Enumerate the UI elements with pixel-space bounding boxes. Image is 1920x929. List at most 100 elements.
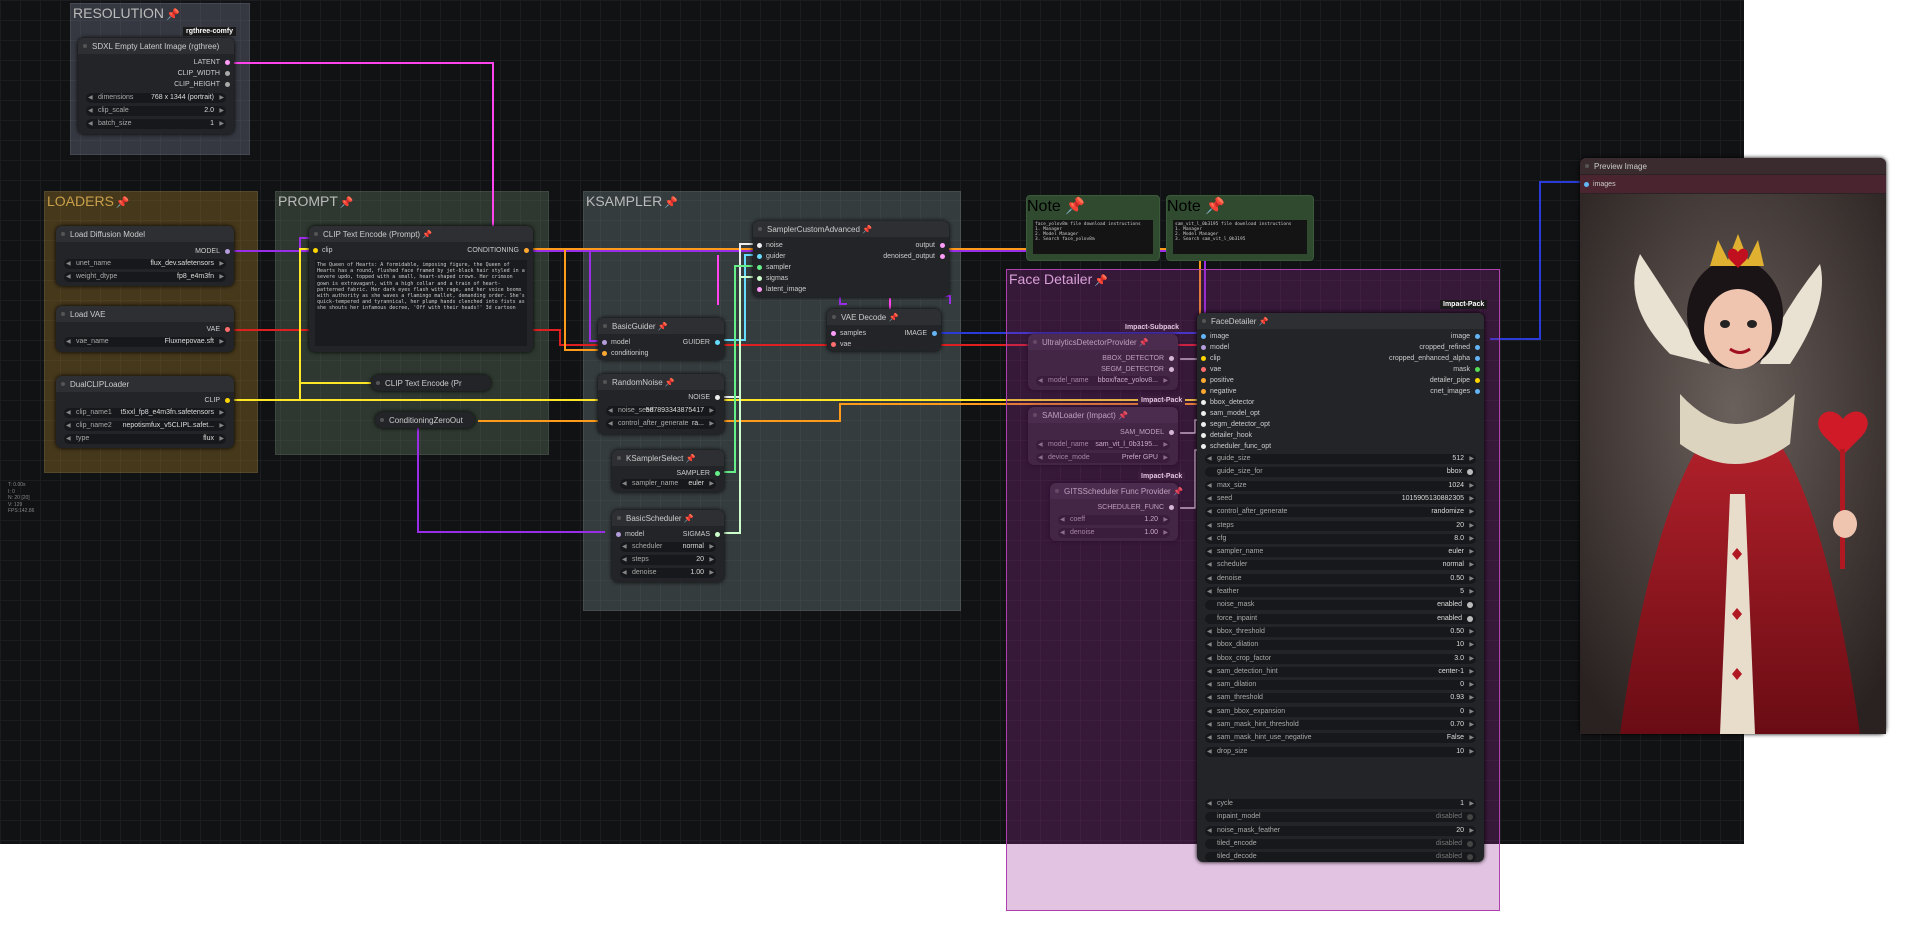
input-sampler[interactable]: sampler [766,264,791,271]
collapse-dot[interactable] [61,382,65,386]
input-dot[interactable] [1201,345,1206,350]
collapse-dot[interactable] [380,418,384,422]
collapse-dot[interactable] [376,381,380,385]
collapse-dot[interactable] [832,315,836,319]
output-mask[interactable]: mask [1453,366,1470,373]
output-dot[interactable] [715,395,720,400]
output-dot[interactable] [715,340,720,345]
output-guider[interactable]: GUIDER [682,339,710,346]
input-dot[interactable] [1201,411,1206,416]
increment-arrow[interactable]: ▶ [1469,549,1474,556]
input-dot[interactable] [1201,367,1206,372]
input-dot[interactable] [1584,182,1589,187]
clip-input-dot[interactable] [313,248,318,253]
conditioning-output-dot[interactable] [524,248,529,253]
decrement-arrow[interactable]: ◀ [1207,575,1212,582]
latent-output-dot[interactable] [225,60,230,65]
toggle-switch[interactable] [1467,840,1473,847]
collapse-dot[interactable] [603,380,607,384]
decrement-arrow[interactable]: ◀ [1207,642,1212,649]
node-vae-decode[interactable]: VAE Decode 📌 samples vae IMAGE [827,309,941,351]
collapse-dot[interactable] [1033,340,1037,344]
output-clip-width[interactable]: CLIP_WIDTH [177,70,220,77]
output-dot[interactable] [1169,356,1174,361]
output-cropped-enhanced-alpha[interactable]: cropped_enhanced_alpha [1389,355,1470,362]
input-dot[interactable] [1201,378,1206,383]
decrement-arrow[interactable]: ◀ [1207,495,1212,502]
decrement-arrow[interactable]: ◀ [1207,482,1212,489]
output-dot[interactable] [715,532,720,537]
output-latent[interactable]: LATENT [193,59,220,66]
decrement-arrow[interactable]: ◀ [1207,628,1212,635]
collapse-dot[interactable] [603,324,607,328]
input-negative[interactable]: negative [1210,388,1237,395]
input-guider[interactable]: guider [766,253,786,260]
increment-arrow[interactable]: ▶ [1469,562,1474,569]
output-dot[interactable] [1475,356,1480,361]
clip-output-dot[interactable] [225,398,230,403]
input-vae[interactable]: vae [840,341,852,348]
increment-arrow[interactable]: ▶ [1469,708,1474,715]
input-dot[interactable] [1201,444,1206,449]
decrement-arrow[interactable]: ◀ [1207,722,1212,728]
vae-output-dot[interactable] [225,327,230,332]
node-sampler-custom-advanced[interactable]: SamplerCustomAdvanced 📌 noise guider sam… [753,221,949,297]
decrement-arrow[interactable]: ◀ [1207,549,1212,556]
toggle-switch[interactable] [1467,615,1473,622]
node-clip-text-encode[interactable]: CLIP Text Encode (Prompt) 📌 clip CONDITI… [309,226,533,352]
increment-arrow[interactable]: ▶ [1469,695,1474,702]
output-dot[interactable] [1475,389,1480,394]
decrement-arrow[interactable]: ◀ [1207,748,1212,755]
input-model[interactable]: model [625,531,645,538]
input-detailer-hook[interactable]: detailer_hook [1210,432,1253,439]
input-dot[interactable] [1201,400,1206,405]
output-dot[interactable] [225,82,230,87]
input-scheduler-func-opt[interactable]: scheduler_func_opt [1210,443,1272,450]
input-clip[interactable]: clip [322,247,333,254]
decrement-arrow[interactable]: ◀ [1207,456,1212,462]
note-sam-vit[interactable]: Note 📌 sam_vit_l_0b3195 file download in… [1166,195,1314,261]
increment-arrow[interactable]: ▶ [1469,642,1474,649]
decrement-arrow[interactable]: ◀ [1207,735,1212,742]
output-dot[interactable] [940,254,945,259]
input-vae[interactable]: vae [1210,366,1222,373]
input-dot[interactable] [757,254,762,259]
collapse-dot[interactable] [314,232,318,236]
output-vae[interactable]: VAE [206,326,221,333]
decrement-arrow[interactable]: ◀ [1207,695,1212,702]
input-dot[interactable] [757,287,762,292]
node-ultralytics-detector-provider[interactable]: UltralyticsDetectorProvider 📌 BBOX_DETEC… [1028,334,1178,390]
input-images[interactable]: images [1593,181,1616,188]
collapse-dot[interactable] [1585,164,1589,168]
toggle-switch[interactable] [1467,602,1473,609]
toggle-switch[interactable] [1467,469,1473,476]
note-text[interactable]: face_yolov8m file download instructions … [1033,220,1153,254]
output-sampler[interactable]: SAMPLER [676,470,710,477]
input-dot[interactable] [1201,389,1206,394]
input-dot[interactable] [757,265,762,270]
increment-arrow[interactable]: ▶ [1469,668,1474,675]
input-model[interactable]: model [611,339,631,346]
collapse-dot[interactable] [1055,489,1059,493]
output-dot[interactable] [940,243,945,248]
